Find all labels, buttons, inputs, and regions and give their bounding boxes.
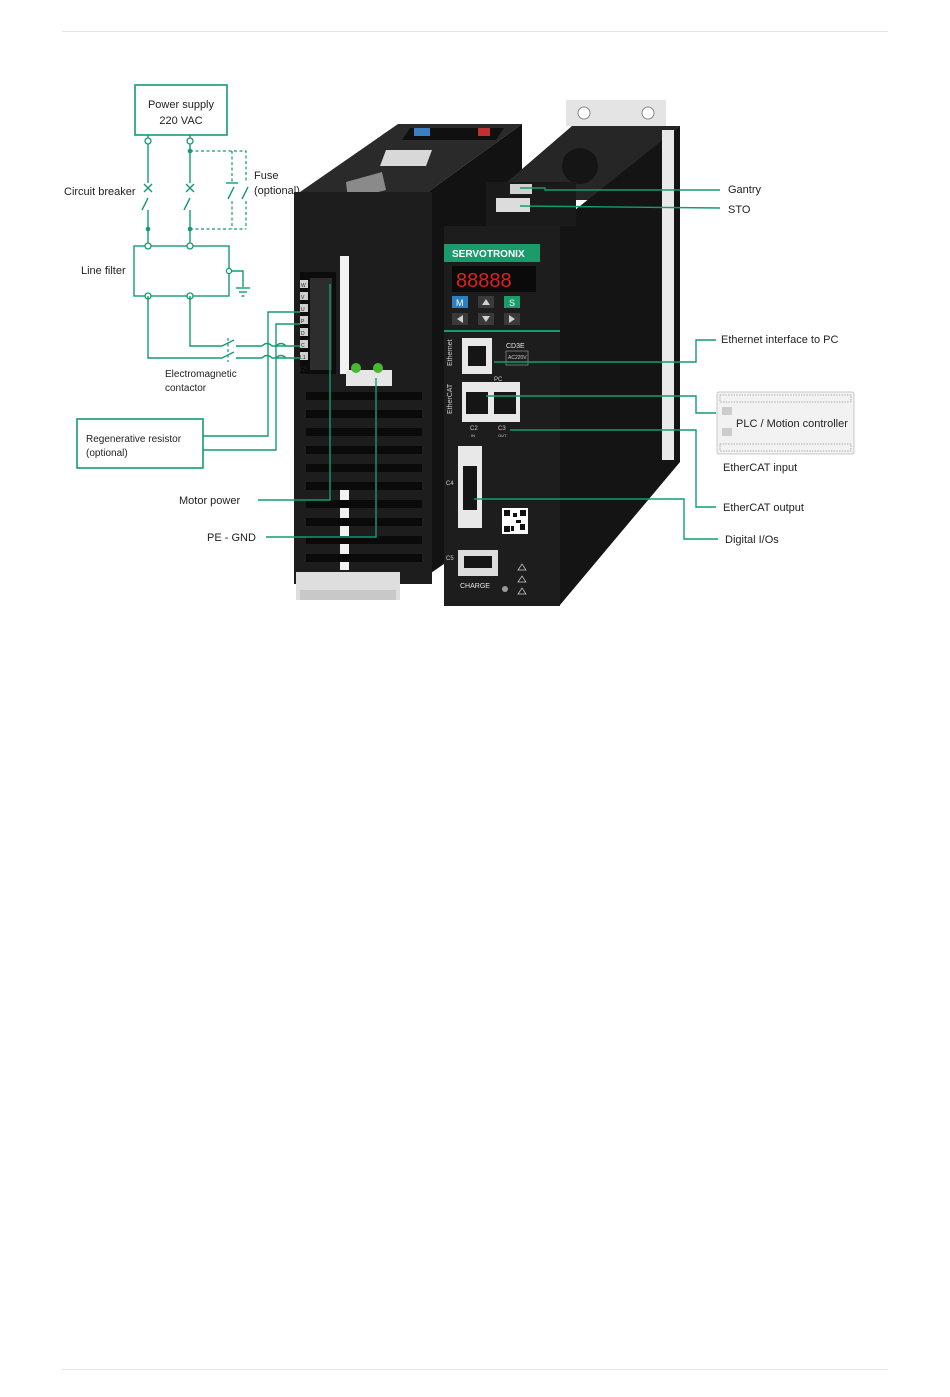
ethercat-output-label: EtherCAT output — [723, 502, 804, 514]
model-label: CD3E — [506, 343, 525, 350]
c2-sub-label: IN — [471, 433, 475, 438]
digital-io-label: Digital I/Os — [725, 534, 779, 546]
terminal-letter: C — [301, 343, 305, 349]
c3-sub-label: OUT — [498, 433, 507, 438]
line-filter-box — [134, 246, 229, 296]
rating-label: AC220V — [508, 355, 527, 361]
sto-label: STO — [728, 204, 751, 216]
ethernet-vertical-label: Ethernet — [447, 339, 454, 366]
circuit-breaker-symbol — [142, 184, 194, 246]
power-supply-line1: Power supply — [148, 99, 215, 111]
brand-label: SERVOTRONIX — [452, 249, 525, 260]
line-filter-label: Line filter — [81, 265, 126, 277]
motor-power-label: Motor power — [179, 495, 240, 507]
ethernet-pc-label: Ethernet interface to PC — [721, 334, 838, 346]
charge-led-icon — [502, 586, 508, 592]
terminal-letter: D — [301, 331, 305, 337]
contactor-label: Electromagnetic — [165, 369, 237, 380]
ethercat-vertical-label: EtherCAT — [447, 383, 454, 414]
wiring-diagram: SERVOTRONIX 88888 M S Ethernet PC CD3E A… — [0, 0, 950, 650]
ethercat-input-label: EtherCAT input — [723, 462, 797, 474]
terminal-letter: U — [301, 307, 305, 313]
plc-label: PLC / Motion controller — [736, 418, 848, 430]
fuse-label: Fuse — [254, 170, 278, 182]
terminal-letter: W — [301, 283, 306, 289]
contactor-symbol — [222, 338, 262, 362]
charge-label: CHARGE — [460, 583, 490, 590]
qr-code-icon — [502, 508, 528, 534]
terminal-letter: L1 — [300, 355, 306, 361]
c5-label: C5 — [446, 556, 454, 562]
contactor-label-2: contactor — [165, 383, 207, 394]
regen-resistor-label: Regenerative resistor — [86, 434, 182, 445]
bottom-divider — [62, 1369, 888, 1370]
gantry-label: Gantry — [728, 184, 762, 196]
c2-label: C2 — [470, 426, 478, 432]
mode-key-label: M — [456, 298, 464, 308]
c3-label: C3 — [498, 426, 506, 432]
pe-gnd-label: PE - GND — [207, 532, 256, 544]
regen-optional-label: (optional) — [86, 448, 128, 459]
seven-seg-display: 88888 — [456, 270, 512, 292]
set-key-label: S — [509, 298, 515, 308]
c4-label: C4 — [446, 481, 454, 487]
power-supply-line2: 220 VAC — [159, 115, 202, 127]
terminal-letter: L2 — [300, 367, 306, 373]
circuit-breaker-label: Circuit breaker — [64, 186, 136, 198]
fuse-optional-label: (optional) — [254, 185, 300, 197]
